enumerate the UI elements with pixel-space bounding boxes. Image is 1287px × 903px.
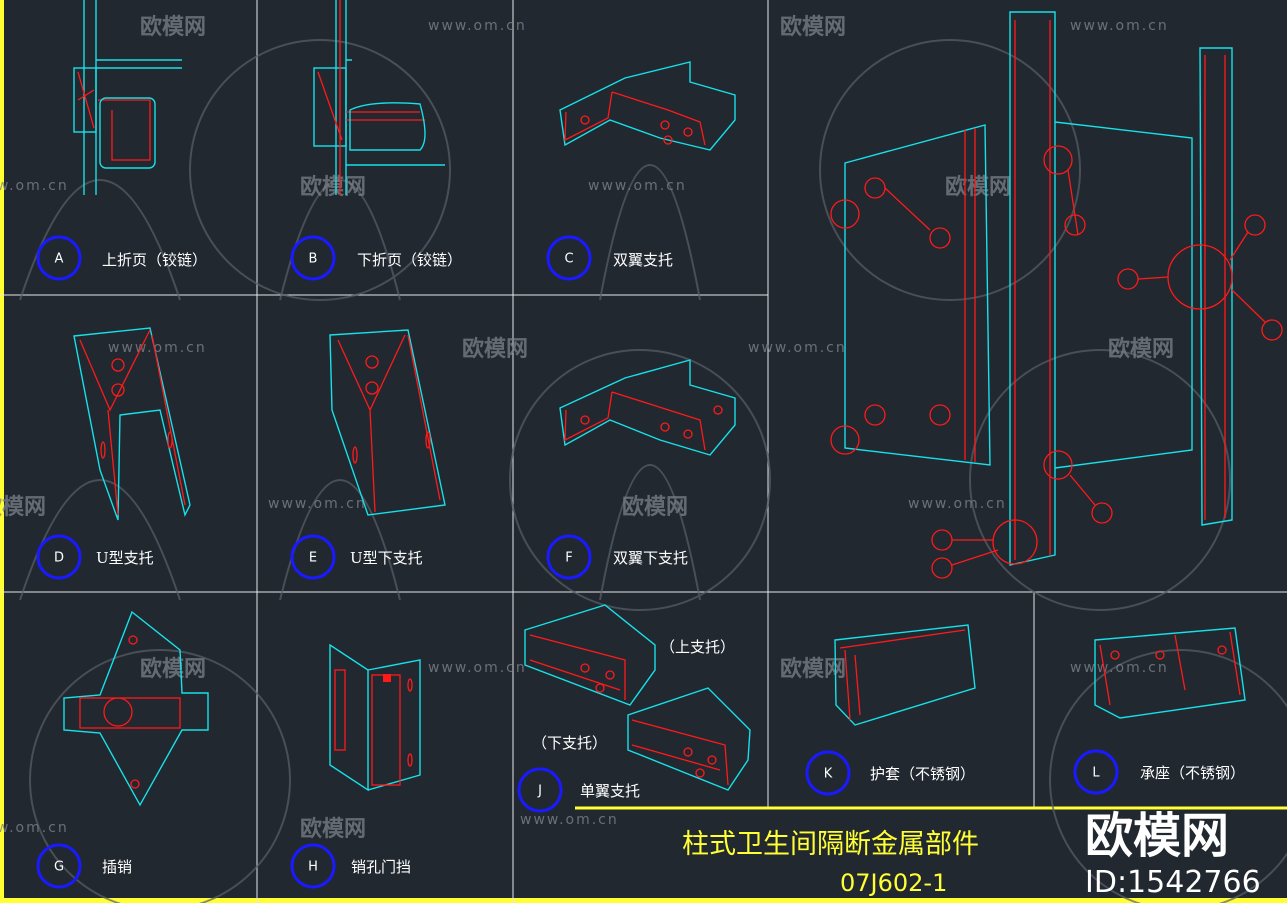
part-letter: A <box>55 252 64 267</box>
part-label-c: C 双翼支托 <box>546 235 673 281</box>
watermark-url: www.om.cn <box>1070 18 1169 34</box>
brand-logo-text: 欧模网 <box>1085 808 1229 864</box>
marker-circle <box>36 235 82 281</box>
part-letter: E <box>309 551 317 566</box>
part-name: 插销 <box>102 858 132 876</box>
part-name: 单翼支托 <box>580 782 640 800</box>
part-name: 承座（不锈钢） <box>1140 764 1245 782</box>
part-letter: J <box>537 784 542 799</box>
watermark-brand: 欧模网 <box>622 494 688 520</box>
marker-circle <box>805 750 851 796</box>
part-a-hinge-drawing <box>73 0 182 195</box>
part-j-single-wing-bracket-drawing <box>524 604 751 791</box>
part-name: 护套（不锈钢） <box>870 765 975 783</box>
watermark-brand: 欧模网 <box>780 14 846 40</box>
marker-circle <box>290 235 336 281</box>
part-k-sleeve-drawing <box>834 624 976 726</box>
part-d-u-bracket-drawing <box>73 327 191 521</box>
part-label-l: L 承座（不锈钢） <box>1073 749 1245 795</box>
watermark-url: www.om.cn <box>108 340 207 356</box>
lower-bracket-label: （下支托） <box>532 734 607 752</box>
watermarks: 欧模网 欧模网 欧模网 欧模网 欧模网 欧模网 欧模网 欧模网 欧模网 欧模网 … <box>0 14 1287 903</box>
marker-circle <box>546 235 592 281</box>
watermark-brand: 欧模网 <box>945 174 1011 200</box>
watermark-brand: 欧模网 <box>462 336 528 362</box>
watermark-url: www.om.cn <box>520 812 619 828</box>
marker-circle <box>36 843 82 889</box>
part-name: U型支托 <box>96 549 154 567</box>
part-label-e: E U型下支托 <box>290 534 423 580</box>
watermark-url: www.om.cn <box>428 18 527 34</box>
watermark-url: www.om.cn <box>588 178 687 194</box>
watermark-brand: 欧模网 <box>1108 336 1174 362</box>
part-l-base-drawing <box>1094 627 1246 719</box>
part-name: U型下支托 <box>350 549 423 567</box>
part-label-g: G 插销 <box>36 843 132 889</box>
part-name: 双翼下支托 <box>613 549 688 567</box>
part-name: 上折页（铰链） <box>102 251 207 269</box>
part-letter: L <box>1092 766 1100 781</box>
marker-circle <box>546 534 592 580</box>
part-letter: B <box>309 252 318 267</box>
part-label-h: H 销孔门挡 <box>290 843 411 889</box>
part-letter: H <box>308 860 318 875</box>
marker-circle <box>290 843 336 889</box>
drawing-title: 柱式卫生间隔断金属部件 <box>682 829 979 860</box>
watermark-brand: 欧模网 <box>140 14 206 40</box>
watermark-url: www.om.cn <box>1070 660 1169 676</box>
marker-circle <box>517 767 563 813</box>
part-e-u-lower-bracket-drawing <box>329 329 446 516</box>
watermark-url: www.om.cn <box>268 496 367 512</box>
upper-bracket-label: （上支托） <box>660 638 735 656</box>
marker-circle <box>1073 749 1119 795</box>
part-c-double-wing-bracket-drawing <box>559 61 736 151</box>
left-frame-line <box>0 0 4 903</box>
part-letter: F <box>565 551 572 566</box>
watermark-url: www.om.cn <box>0 820 69 836</box>
part-label-b: B 下折页（铰链） <box>290 235 462 281</box>
drawing-code: 07J602-1 <box>840 869 947 897</box>
part-f-double-wing-lower-bracket-drawing <box>559 359 736 456</box>
part-letter: D <box>54 551 64 566</box>
part-name: 双翼支托 <box>613 251 673 269</box>
watermark-brand: 欧模网 <box>0 494 46 520</box>
part-label-j: J 单翼支托 （上支托） （下支托） <box>517 638 735 813</box>
watermark-brand: 欧模网 <box>300 816 366 842</box>
bottom-frame-line <box>0 898 1287 903</box>
watermark-brand: 欧模网 <box>300 174 366 200</box>
part-name: 下折页（铰链） <box>357 251 462 269</box>
marker-circle <box>36 534 82 580</box>
watermark-url: www.om.cn <box>748 340 847 356</box>
part-label-d: D U型支托 <box>36 534 154 580</box>
part-b-hinge-drawing <box>313 0 445 195</box>
watermark-url: www.om.cn <box>0 178 69 194</box>
resource-id: ID:1542766 <box>1085 865 1261 900</box>
part-letter: G <box>54 860 64 875</box>
part-label-f: F 双翼下支托 <box>546 534 688 580</box>
watermark-brand: 欧模网 <box>140 656 206 682</box>
part-h-pin-stop-drawing <box>329 643 421 792</box>
marker-circle <box>290 534 336 580</box>
part-label-a: A 上折页（铰链） <box>36 235 207 281</box>
watermark-url: www.om.cn <box>908 496 1007 512</box>
assembly-overview-drawing <box>830 11 1283 579</box>
part-label-k: K 护套（不锈钢） <box>805 750 975 796</box>
part-letter: C <box>564 252 573 267</box>
part-g-latch-drawing <box>63 610 209 807</box>
watermark-url: www.om.cn <box>428 660 527 676</box>
part-letter: K <box>824 767 833 782</box>
part-name: 销孔门挡 <box>351 858 411 876</box>
